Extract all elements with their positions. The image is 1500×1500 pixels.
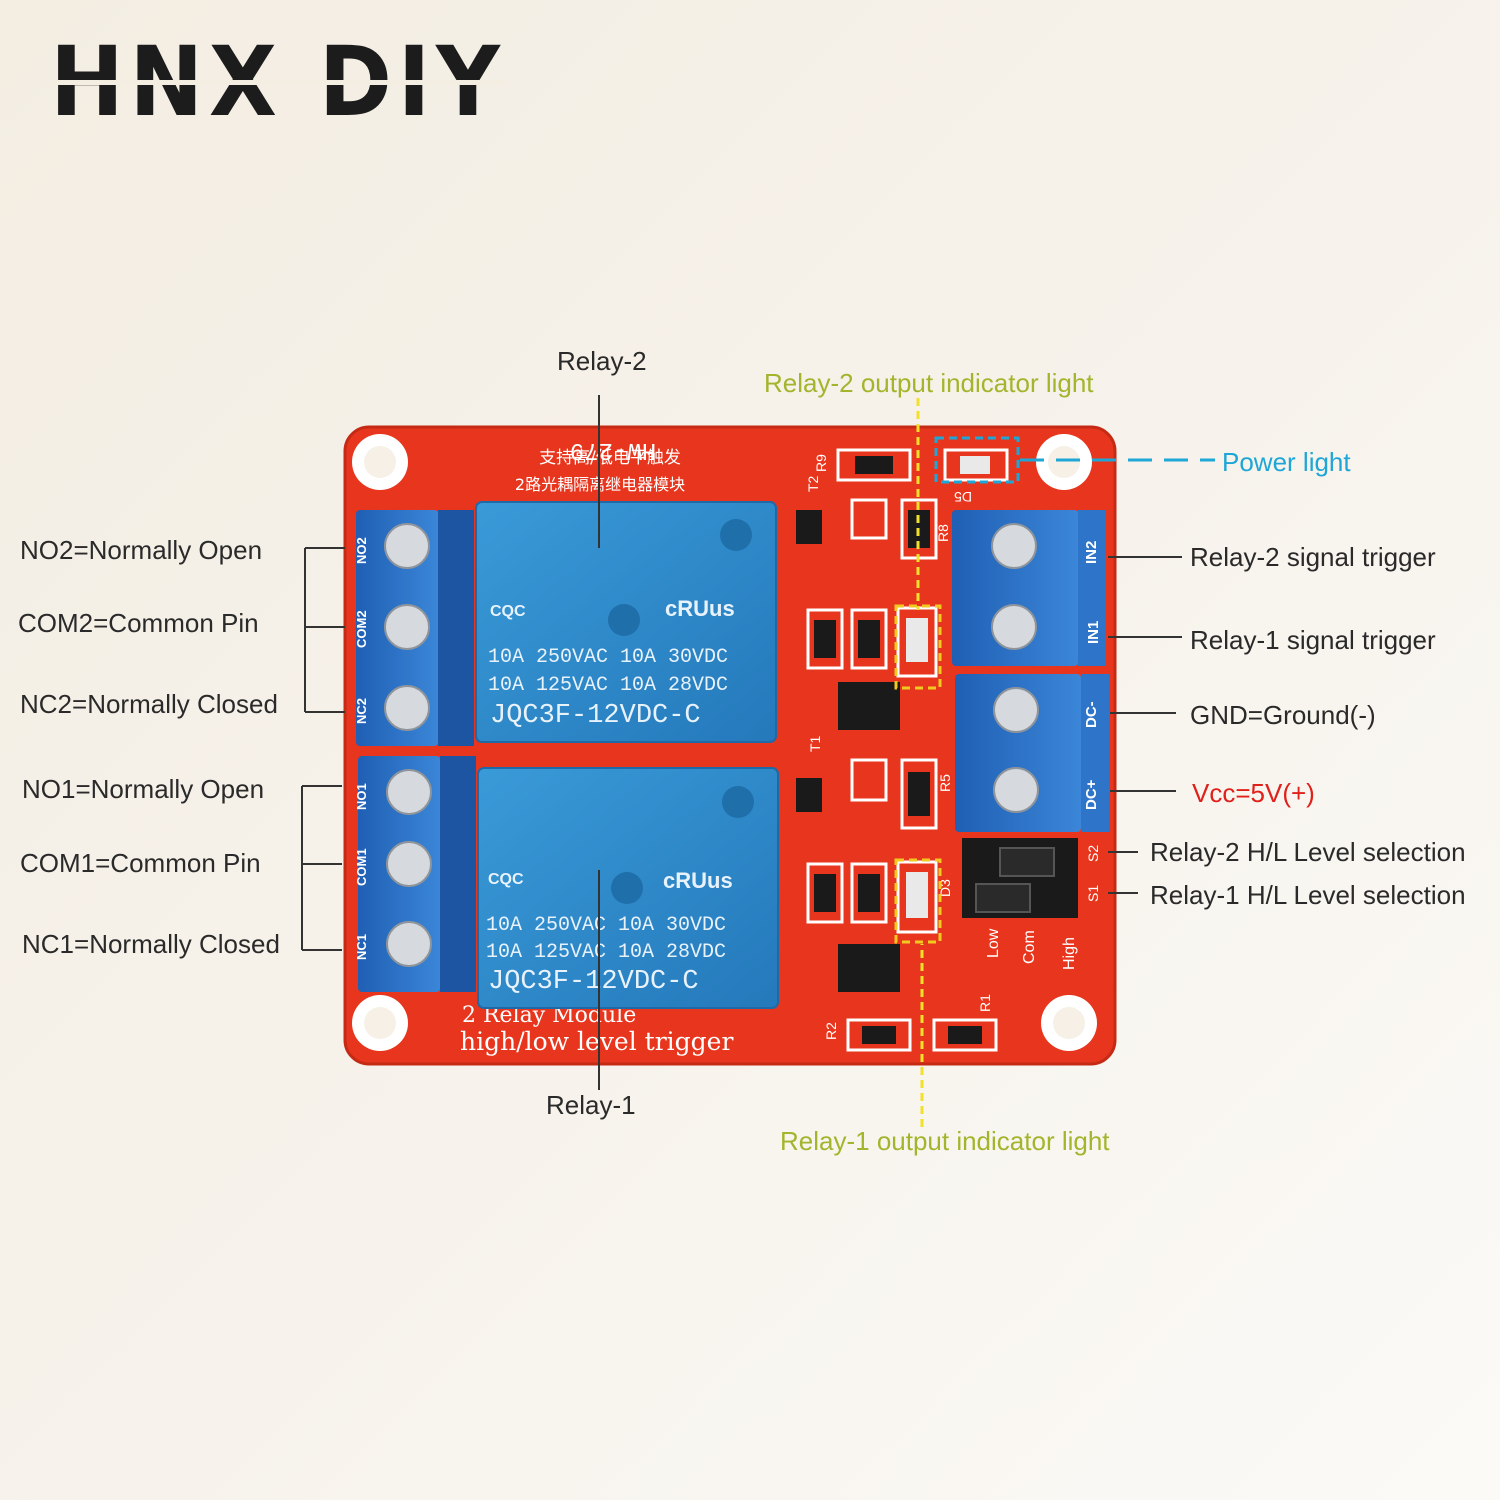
label-relay-2-indicator: Relay-2 output indicator light — [764, 368, 1094, 398]
terminal-label-dc-minus: DC- — [1083, 701, 1100, 728]
label-no2: NO2=Normally Open — [20, 535, 263, 565]
label-r9: R9 — [813, 454, 829, 472]
label-vcc: Vcc=5V(+) — [1192, 778, 1315, 808]
terminal-label-in2: IN2 — [1083, 541, 1100, 564]
jumper-label-high: High — [1061, 937, 1078, 970]
relay-1-model: JQC3F-12VDC-C — [488, 967, 699, 997]
terminal-screw — [991, 604, 1037, 650]
terminal-screw — [993, 687, 1039, 733]
terminal-label-nc1: NC1 — [354, 934, 369, 960]
relay-1-logo-ul: cRUus — [663, 868, 733, 893]
label-t1: T1 — [807, 735, 823, 752]
terminal-screw — [384, 685, 430, 731]
jumper-label-low: Low — [985, 928, 1002, 958]
terminal-block-right-top: IN2 IN1 — [952, 510, 1106, 666]
jumper-label-com: Com — [1021, 930, 1038, 964]
label-com1: COM1=Common Pin — [20, 848, 261, 878]
relay-2-logo-cqc: CQC — [490, 603, 526, 620]
relay-2-model: JQC3F-12VDC-C — [490, 701, 701, 731]
terminal-label-no2: NO2 — [354, 537, 369, 564]
terminal-label-dc-plus: DC+ — [1083, 779, 1100, 810]
label-r8: R8 — [935, 524, 951, 542]
label-r1: R1 — [977, 994, 993, 1012]
label-nc1: NC1=Normally Closed — [22, 929, 280, 959]
mounting-hole — [352, 434, 408, 490]
label-relay-1-signal: Relay-1 signal trigger — [1190, 625, 1436, 655]
label-relay-1-indicator: Relay-1 output indicator light — [780, 1126, 1110, 1156]
terminal-screw — [386, 769, 432, 815]
relay-1-logo-cqc: CQC — [488, 871, 524, 888]
terminal-label-in1: IN1 — [1085, 621, 1102, 644]
label-d5: D5 — [954, 489, 972, 505]
label-r2: R2 — [823, 1022, 839, 1040]
label-relay-2-signal: Relay-2 signal trigger — [1190, 542, 1436, 572]
relay-1-rating-2: 10A 125VAC 10A 28VDC — [486, 941, 726, 964]
terminal-block-left-top: NO2 COM2 NC2 — [354, 510, 474, 746]
terminal-label-no1: NO1 — [354, 783, 369, 810]
leader-lines — [301, 395, 1182, 1090]
mounting-hole — [352, 995, 408, 1051]
terminal-label-com1: COM1 — [354, 848, 369, 886]
terminal-screw — [384, 604, 430, 650]
terminal-block-left-bottom: NO1 COM1 NC1 — [354, 756, 476, 992]
label-com2: COM2=Common Pin — [18, 608, 259, 638]
terminal-label-nc2: NC2 — [354, 698, 369, 724]
pcb-board: HW-279 支持高/低电平触发 2路光耦隔离继电器模块 2 Relay Mod… — [343, 425, 1117, 1066]
label-r5: R5 — [937, 774, 953, 792]
terminal-screw — [386, 841, 432, 887]
label-t2: T2 — [805, 475, 821, 492]
label-relay-1-level: Relay-1 H/L Level selection — [1150, 880, 1466, 910]
label-nc2: NC2=Normally Closed — [20, 689, 278, 719]
board-model-text: HW-279 — [570, 436, 656, 463]
jumper-label-s2: S2 — [1085, 845, 1101, 862]
mounting-hole — [1036, 434, 1092, 490]
board-bottom-text-2: high/low level trigger — [460, 1027, 733, 1056]
relay-2: CQC cRUus 10A 250VAC 10A 30VDC 10A 125VA… — [475, 501, 777, 743]
relay-2-rating-2: 10A 125VAC 10A 28VDC — [488, 674, 728, 697]
terminal-block-right-bottom: DC- DC+ — [955, 674, 1109, 832]
jumper-label-s1: S1 — [1085, 885, 1101, 902]
label-gnd: GND=Ground(-) — [1190, 700, 1376, 730]
relay-1: CQC cRUus 10A 250VAC 10A 30VDC 10A 125VA… — [477, 767, 779, 1009]
indicator-callouts — [894, 398, 1215, 1127]
terminal-screw — [386, 921, 432, 967]
terminal-screw — [991, 523, 1037, 569]
terminal-screw — [384, 523, 430, 569]
label-relay-2-level: Relay-2 H/L Level selection — [1150, 837, 1466, 867]
terminal-label-com2: COM2 — [354, 610, 369, 648]
terminal-screw — [993, 767, 1039, 813]
label-relay-2: Relay-2 — [557, 346, 647, 376]
label-no1: NO1=Normally Open — [22, 774, 265, 804]
label-relay-1: Relay-1 — [546, 1090, 636, 1120]
relay-2-rating-1: 10A 250VAC 10A 30VDC — [488, 646, 728, 669]
label-power-light: Power light — [1222, 447, 1351, 477]
mounting-hole — [1041, 995, 1097, 1051]
jumper-header: S2 S1 Low Com High — [962, 838, 1101, 970]
board-top-text: 支持高/低电平触发 — [539, 448, 681, 468]
brand-logo: HNX DIY — [50, 26, 506, 138]
relay-2-logo-ul: cRUus — [665, 596, 735, 621]
relay-1-rating-1: 10A 250VAC 10A 30VDC — [486, 914, 726, 937]
